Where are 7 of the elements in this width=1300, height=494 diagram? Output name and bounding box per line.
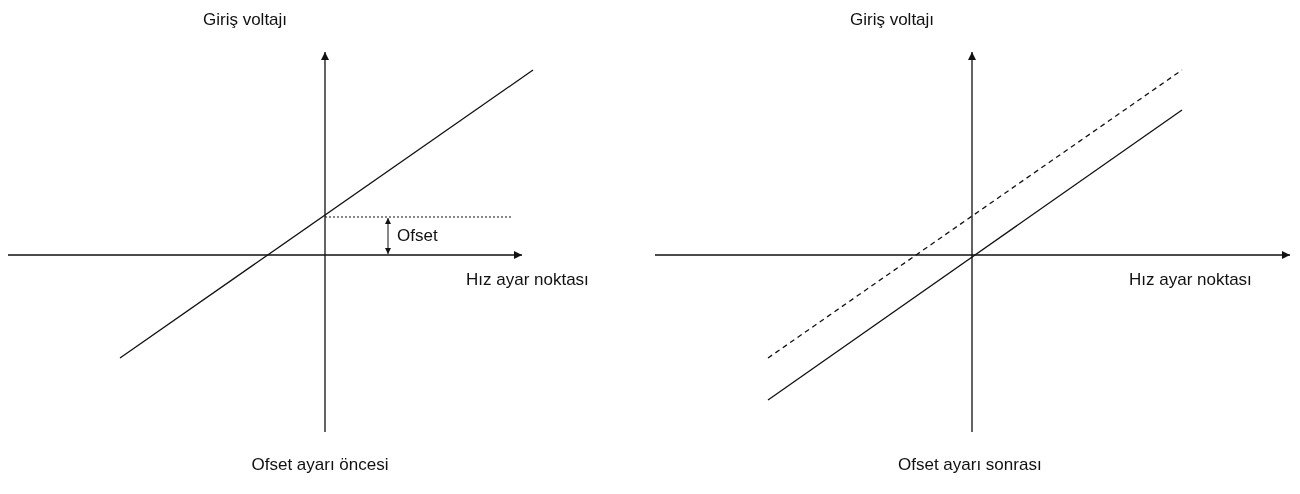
axis-label: Giriş voltajı	[850, 10, 935, 30]
caption: Ofset ayarı sonrası	[898, 455, 1042, 475]
dimension-label: Ofset	[397, 226, 438, 246]
axis-label: Giriş voltajı	[203, 10, 288, 30]
axis-label: Hız ayar noktası	[1129, 270, 1252, 290]
caption: Ofset ayarı öncesi	[251, 455, 389, 475]
axis-label: Hız ayar noktası	[466, 270, 589, 290]
